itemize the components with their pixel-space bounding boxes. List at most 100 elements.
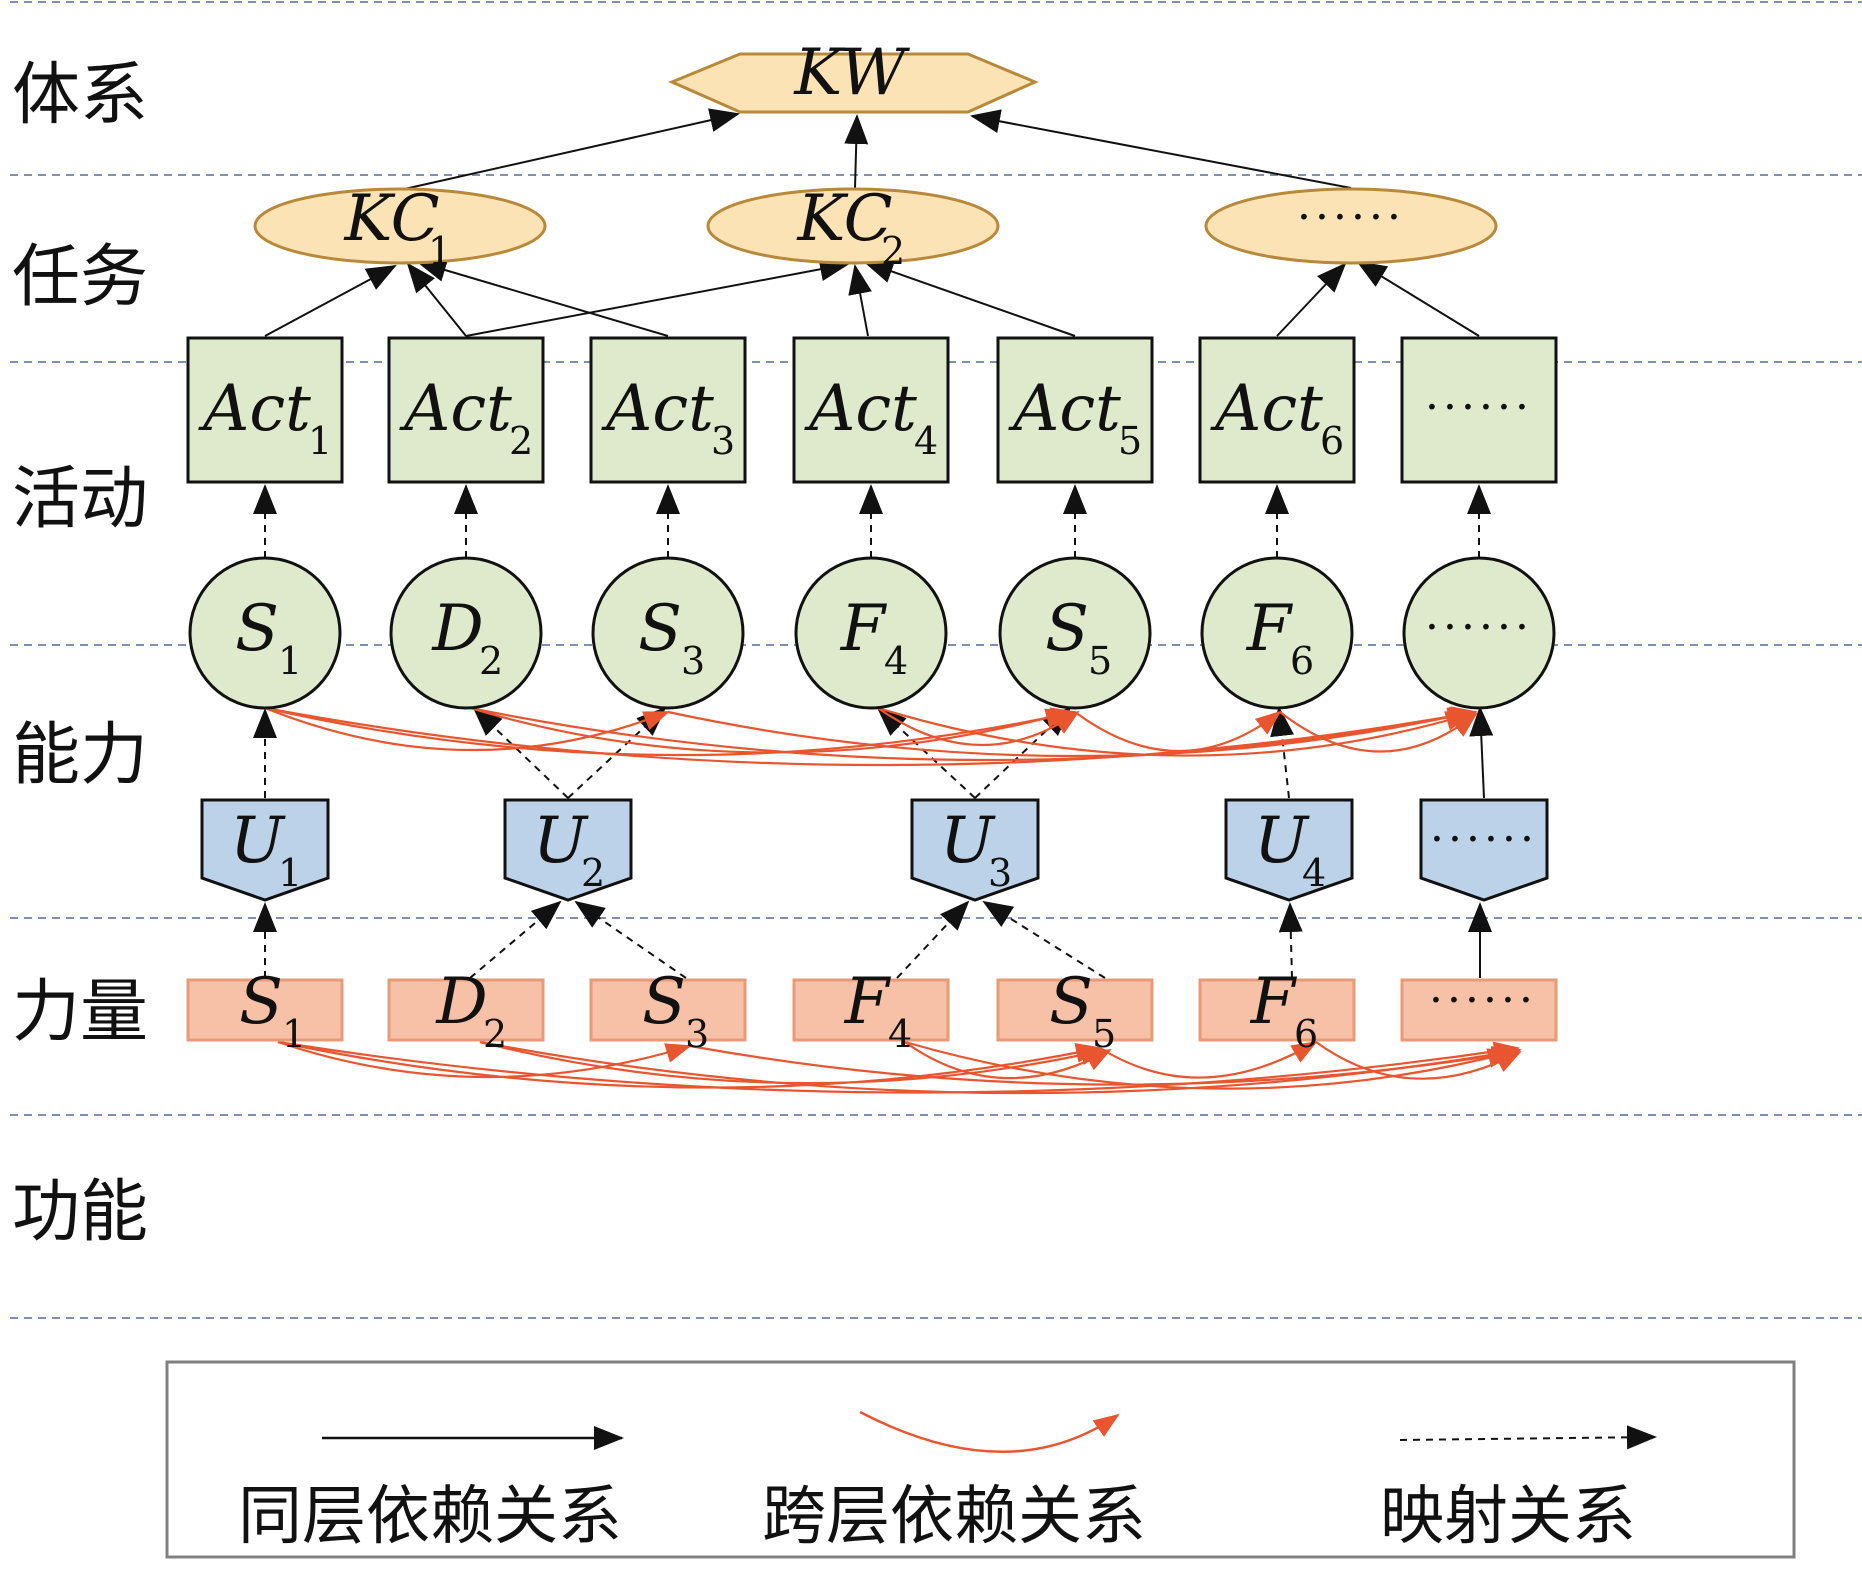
force-node-1: U1 <box>200 798 330 902</box>
layer-label-force: 力量 <box>12 973 148 1052</box>
layer-label-task: 任务 <box>12 238 148 317</box>
activity-node-label: Act <box>1210 372 1323 446</box>
cross-fn-s3-fn7 <box>689 1044 1518 1086</box>
capability-circle <box>389 556 543 710</box>
task-node-label: KC <box>343 182 439 256</box>
function-node-label: F <box>1250 965 1298 1039</box>
force-node-label: U <box>230 804 286 878</box>
task-node-1: KC1 <box>253 182 547 273</box>
function-box <box>387 978 545 1042</box>
capability-node-subscript: 4 <box>884 639 908 683</box>
capability-node-label: ······ <box>1425 602 1533 653</box>
force-node-label: U <box>533 804 589 878</box>
edge-map-d2-u2 <box>469 900 562 979</box>
task-ellipse <box>253 187 547 265</box>
activity-node-7: ······ <box>1400 336 1558 484</box>
capability-node-label: S <box>638 592 682 666</box>
edge-u5-cap7 <box>1469 706 1494 799</box>
force-badge <box>1224 798 1354 902</box>
task-node-2: KC2 <box>706 182 1000 273</box>
function-node-subscript: 1 <box>282 1012 306 1056</box>
activity-node-label: Act <box>399 372 512 446</box>
function-node-label: F <box>844 965 892 1039</box>
activity-box <box>387 336 545 484</box>
legend-curved-arrow <box>859 1410 1120 1453</box>
function-node-subscript: 2 <box>483 1012 507 1056</box>
system-node-label: KW <box>793 36 911 110</box>
cross-cap-s3-cap7 <box>667 707 1474 758</box>
function-box <box>792 978 950 1042</box>
force-badge <box>200 798 330 902</box>
activity-node-subscript: 2 <box>509 419 533 463</box>
capability-node-label: F <box>840 592 888 666</box>
capability-node-label: D <box>431 592 483 666</box>
cross-cap-s1-cap7 <box>264 706 1478 767</box>
function-box <box>1198 978 1356 1042</box>
function-node-subscript: 4 <box>888 1012 912 1056</box>
legend-mapping: 映射关系 <box>1380 1480 1636 1554</box>
force-badge <box>1419 798 1549 902</box>
force-node-2: U2 <box>503 798 633 902</box>
activity-node-label: ······ <box>1425 382 1533 433</box>
capability-circle <box>591 556 745 710</box>
edge-kc1-kw <box>399 108 740 191</box>
cross-cap-d2-s5 <box>469 706 1072 754</box>
force-node-subscript: 4 <box>1302 851 1326 895</box>
cross-fn-f6-fn7 <box>1315 1041 1522 1080</box>
task-node-subscript: 1 <box>428 229 452 273</box>
force-badge <box>910 798 1040 902</box>
function-box <box>589 978 747 1042</box>
capability-node-7: ······ <box>1402 556 1556 710</box>
force-node-subscript: 1 <box>278 851 302 895</box>
cross-fn-f4-s5 <box>904 1041 1112 1080</box>
cross-cap-f4-cap7 <box>877 706 1472 757</box>
legend-box <box>165 1360 1796 1559</box>
task-node-3: ······ <box>1204 187 1498 265</box>
edge-act7-kc3 <box>1356 260 1480 337</box>
force-node-subscript: 2 <box>581 851 605 895</box>
capability-node-2: D2 <box>389 556 543 710</box>
cross-cap-s1-s3 <box>264 706 670 752</box>
function-node-7: ······ <box>1400 975 1558 1042</box>
force-node-3: U3 <box>910 798 1040 902</box>
capability-circle <box>188 556 342 710</box>
system-hexagon <box>668 52 1039 114</box>
function-node-6: F6 <box>1198 965 1356 1056</box>
activity-node-subscript: 1 <box>308 419 332 463</box>
cross-cap-f4-s5 <box>877 707 1080 747</box>
layer-label-function: 功能 <box>12 1173 148 1252</box>
capability-node-subscript: 5 <box>1088 639 1112 683</box>
activity-box <box>186 336 344 484</box>
activity-node-label: Act <box>804 372 917 446</box>
function-node-label: S <box>239 965 283 1039</box>
edge-map-u3-f4 <box>876 706 976 799</box>
capability-node-label: S <box>235 592 279 666</box>
legend: 同层依赖关系 跨层依赖关系 映射关系 <box>165 1360 1796 1559</box>
force-node-5: ······ <box>1419 798 1549 902</box>
capability-circle <box>794 556 948 710</box>
edge-act5-kc2 <box>863 259 1076 337</box>
task-ellipse <box>706 187 1000 265</box>
task-node-label: KC <box>796 182 892 256</box>
legend-cross-layer: 跨层依赖关系 <box>762 1480 1146 1554</box>
force-badge <box>503 798 633 902</box>
system-node-kw: KW <box>668 36 1039 114</box>
cross-cap-s1-s5 <box>264 706 1077 757</box>
function-box <box>186 978 344 1042</box>
edge-act4-kc2 <box>848 264 872 337</box>
legend-dashed-arrow <box>1399 1425 1657 1450</box>
capability-node-subscript: 3 <box>681 639 705 683</box>
force-node-label: U <box>1254 804 1310 878</box>
capability-circle <box>998 556 1152 710</box>
function-node-label: D <box>435 965 487 1039</box>
